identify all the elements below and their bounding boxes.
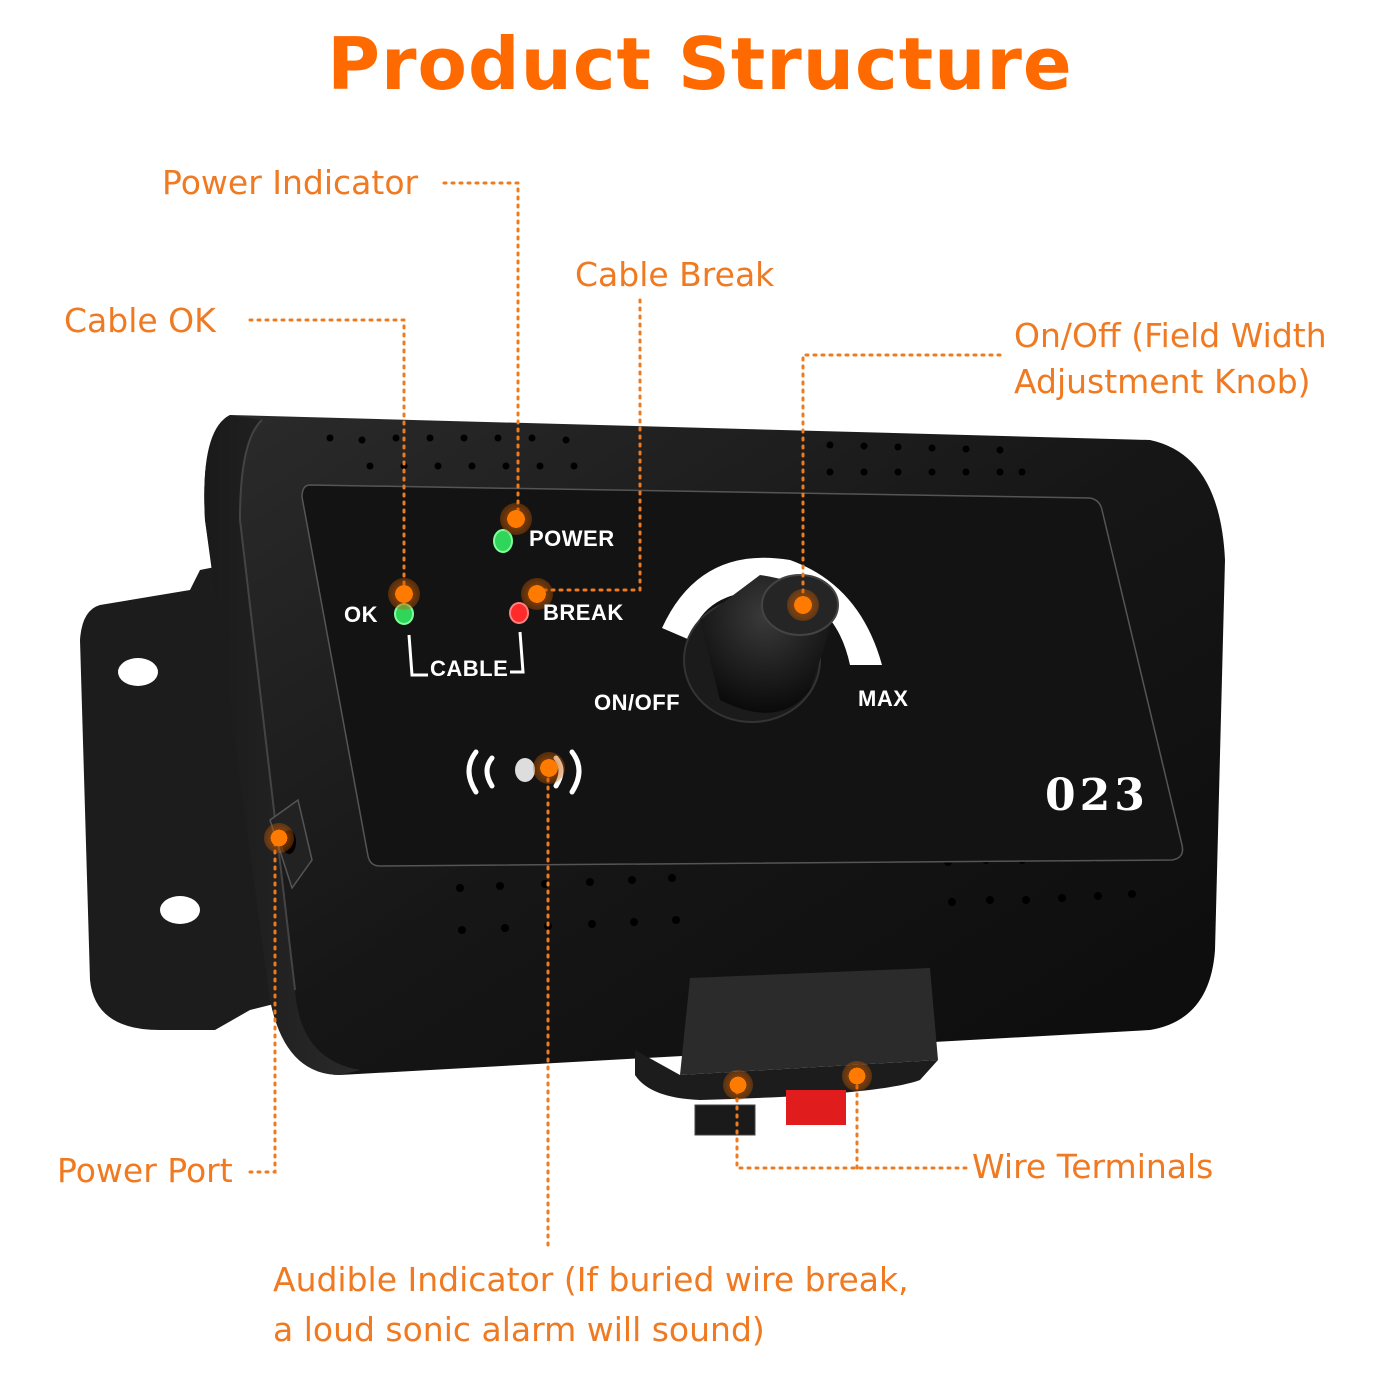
on-off-label: ON/OFF	[594, 690, 681, 715]
cable-label: CABLE	[430, 656, 509, 681]
callout-cable-break: Cable Break	[575, 255, 775, 294]
callout-audible-line1: Audible Indicator (If buried wire break,	[273, 1260, 909, 1299]
callout-power-indicator: Power Indicator	[162, 163, 419, 202]
marker-knob	[787, 589, 819, 621]
callout-power-port: Power Port	[57, 1151, 233, 1190]
callout-markers	[264, 503, 872, 1100]
callout-audible-line2: a loud sonic alarm will sound)	[273, 1310, 765, 1349]
callout-audible-indicator: Audible Indicator (If buried wire break,…	[273, 1255, 909, 1355]
page-title: Product Structure	[327, 22, 1073, 106]
marker-terminal-black	[723, 1070, 753, 1100]
buzzer-hole	[515, 758, 535, 782]
leader-lines	[248, 181, 1002, 1247]
ok-label: OK	[344, 602, 378, 627]
power-label: POWER	[529, 526, 615, 551]
leader-cable-break	[535, 298, 642, 592]
black-terminal-lever	[694, 1104, 756, 1136]
callout-on-off: On/Off (Field Width Adjustment Knob)	[1014, 313, 1327, 405]
break-label: BREAK	[543, 600, 624, 625]
callout-wire-terminals: Wire Terminals	[972, 1147, 1214, 1186]
leader-power-port	[248, 838, 277, 1174]
leader-cable-ok	[248, 318, 406, 592]
cable-bracket	[407, 631, 525, 677]
leader-on-off	[801, 353, 1002, 606]
max-label: MAX	[858, 686, 909, 711]
marker-break	[521, 578, 553, 610]
marker-power	[500, 503, 532, 535]
callout-cable-ok: Cable OK	[64, 301, 216, 340]
mount-hole-bottom	[160, 896, 200, 924]
marker-ok	[388, 578, 420, 610]
callout-on-off-line1: On/Off (Field Width	[1014, 316, 1327, 355]
marker-audible	[533, 752, 565, 784]
model-number: 023	[1045, 770, 1149, 821]
leader-power-indicator	[442, 181, 520, 520]
marker-power-port	[264, 823, 294, 853]
callout-on-off-line2: Adjustment Knob)	[1014, 362, 1311, 401]
red-terminal-lever	[786, 1090, 846, 1125]
mount-hole-top	[118, 658, 158, 686]
leader-wire-terminals	[735, 1073, 968, 1170]
marker-terminal-red	[842, 1061, 872, 1091]
break-led	[509, 602, 529, 624]
power-led	[493, 529, 513, 553]
